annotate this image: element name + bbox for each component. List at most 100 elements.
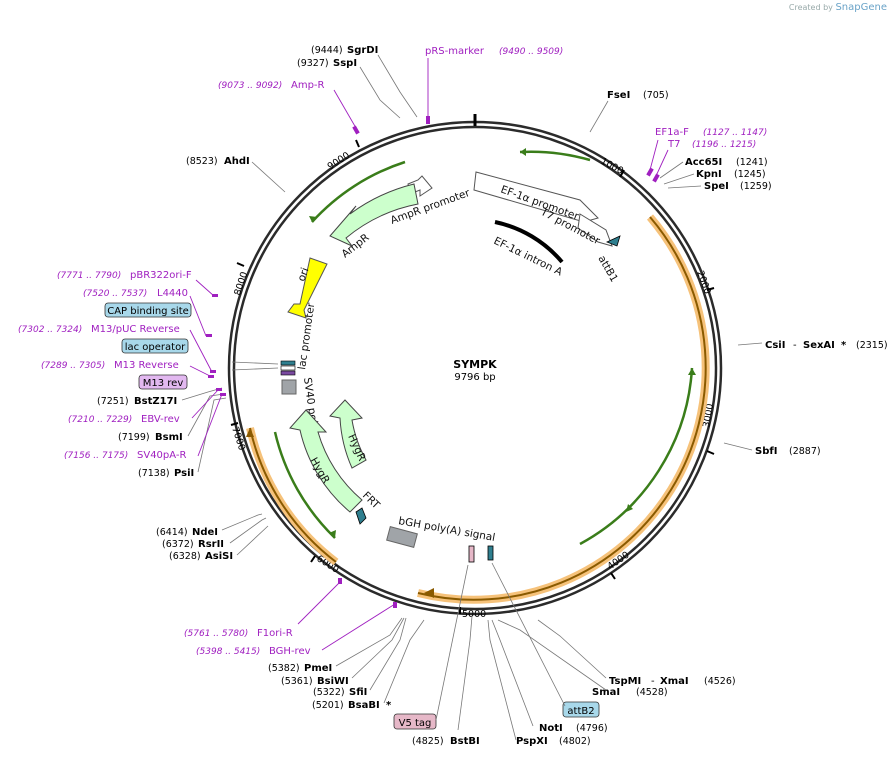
enz-sfii-name: SfiI [349,687,367,698]
green-arrowhead-upleft [309,216,317,222]
pconn-f1ori [297,581,341,625]
lac-operator-box [121,338,189,354]
enz-fsei-pos: (705) [643,90,669,101]
primer-ef1af-pos: (1127 .. 1147) [703,128,767,138]
primer-marks [206,116,660,608]
enz-sbfi-pos: (2887) [789,446,821,457]
conn-rsrii [229,517,267,544]
enz-csii-pos: (2315) [856,340,888,351]
conn-sbfi [723,442,753,451]
enz-csii-name: CsiI [765,340,785,351]
pm-pbr [212,294,218,297]
ampr-arrow [329,183,419,247]
orf-band-main-line [417,216,707,601]
primer-m13puc-name: M13/pUC Reverse [91,324,180,335]
pconn-l4440 [189,295,207,337]
enz-psii-pos: (7138) [138,468,170,479]
conn-smai [497,619,607,691]
ef1a-intron-bar [494,220,564,264]
enz-acc65i-pos: (1241) [736,157,768,168]
green-arrowhead-left [329,530,336,538]
pconn-bgh [321,603,396,651]
primer-l4440-pos: (7520 .. 7537) [83,289,147,299]
backbone-inner [232,125,718,611]
conn-psii [197,397,227,473]
pm-l4440 [206,334,212,337]
primer-ampr-pos: (9073 .. 9092) [218,81,282,91]
ticks [230,139,715,614]
enz-spei-name: SpeI [704,181,729,192]
enz-bstbi-pos: (4825) [412,736,444,747]
enz-sexai-name: SexAI [803,340,835,351]
primer-prs-pos: (9490 .. 9509) [499,47,563,57]
green-arrowhead-right2 [626,504,633,512]
primer-f1ori-pos: (5761 .. 5780) [184,629,248,639]
enz-bsmi-name: BsmI [155,432,183,443]
conn-bsiwi [351,617,405,679]
primer-sv40-pos: (7156 .. 7175) [64,451,128,461]
cap-site-mark [280,360,296,366]
enz-fsei-name: FseI [607,90,630,101]
enz-csii-dash: - [793,340,797,351]
conn-bsmi [187,393,225,437]
enz-sfii-pos: (5322) [313,687,345,698]
enz-psii-name: PsiI [174,468,194,479]
cap-box [104,302,192,318]
enz-rsrii-name: RsrII [198,539,224,550]
enz-smai-pos: (4528) [636,687,668,698]
tick-label-5000: 5000 [462,609,486,620]
snapgene-credit: Created by SnapGene [789,2,887,13]
conn-lac-feature [231,361,279,365]
snapgene-logo: SnapGene [835,2,887,13]
pconn-pbr [195,279,215,297]
enz-pmei-pos: (5382) [268,663,300,674]
primer-bgh-pos: (5398 .. 5415) [196,647,260,657]
attb2-box-label: attB2 [567,706,594,717]
enz-bsabi-pos: (5201) [312,700,344,711]
conn-asisi [236,525,269,556]
enz-asisi-name: AsiSI [205,551,233,562]
orf-band-left-line [249,427,337,563]
pm-t7 [652,173,660,183]
enz-smai-name: SmaI [592,687,620,698]
orf-band-left-arrowhead [246,428,254,437]
cap-box-label: CAP binding site [107,306,189,317]
primer-connectors [189,58,669,651]
primer-pbr-pos: (7771 .. 7790) [57,271,121,281]
green-arc-right [579,367,694,546]
tick-label-8000: 8000 [232,271,250,297]
sv40-polya-box [281,379,297,395]
ef1a-promoter-arrow [473,171,599,223]
lac-operator-mark [280,365,296,371]
bgh-polya-box [386,526,418,548]
hygr-arrow-2 [289,409,363,513]
pm-m13puc [210,370,216,373]
conn-ahdi [251,161,286,193]
pconn-m13r [189,365,211,377]
tick-6000 [310,555,316,563]
enz-tspmi-pos: (4526) [704,676,736,687]
tick-label-1000: 1000 [599,156,626,177]
orf-band-main [417,214,710,604]
v5-tag-box [393,713,437,730]
enz-pmei-name: PmeI [304,663,332,674]
primer-bgh-name: BGH-rev [269,646,311,657]
ori-arrow [287,257,328,319]
green-arrowhead-right [688,368,696,375]
conn-sspi [359,66,401,119]
m13rev-box [138,374,188,390]
primer-t7-name: T7 [667,139,680,150]
m13rev-mark [280,370,296,376]
pconn-ebv [191,389,219,419]
lac-operator-box-label: lac operator [125,342,186,353]
credit-text: Created by [788,3,833,12]
enz-asisi-pos: (6328) [169,551,201,562]
enz-sbfi-name: SbfI [755,446,777,457]
primer-ebv-name: EBV-rev [141,414,180,425]
primer-l4440-name: L4440 [157,288,188,299]
enz-pspxi-name: PspXI [516,736,548,747]
ef1a-intron-label: EF-1α intron A [492,235,565,279]
frt-mark [355,507,367,525]
green-arc-upleft [311,160,406,223]
conn-acc65i [659,161,684,179]
